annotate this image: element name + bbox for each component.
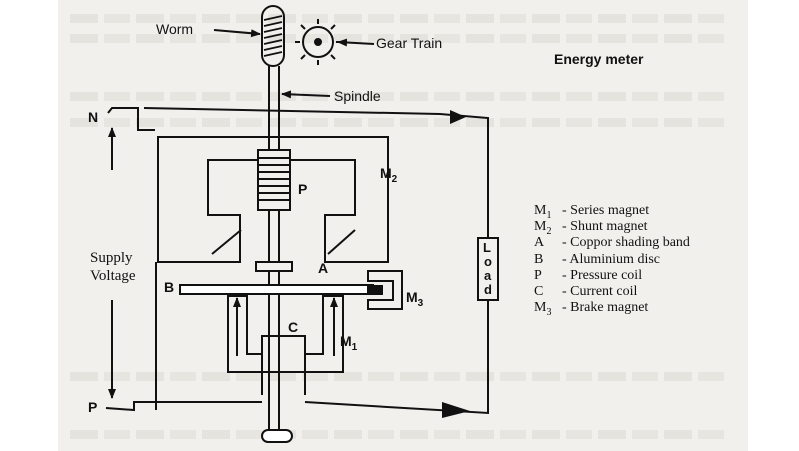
- svg-text:o: o: [484, 254, 492, 269]
- legend-item: B- Aluminium disc: [534, 252, 660, 267]
- faint-text-line: [70, 34, 730, 43]
- legend: M1- Series magnet M2- Shunt magnet A- Co…: [534, 203, 690, 318]
- pressure-coil-label: P: [298, 181, 307, 197]
- legend-item: M1- Series magnet: [534, 203, 649, 221]
- current-coil: [261, 336, 306, 395]
- disc-label: B: [164, 279, 174, 295]
- svg-text:L: L: [483, 240, 491, 255]
- faint-text-line: [70, 92, 730, 101]
- supply-p-label: P: [88, 399, 97, 415]
- supply-voltage-label-line1: Supply: [90, 250, 133, 266]
- worm-label: Worm: [156, 21, 193, 37]
- supply-n-label: N: [88, 109, 98, 125]
- shunt-magnet-label: M2: [380, 165, 398, 185]
- faint-text-line: [70, 372, 730, 381]
- gear-leader: [337, 38, 375, 47]
- worm-leader: [213, 29, 261, 38]
- diagram-title: Energy meter: [554, 51, 644, 67]
- current-coil-label: C: [288, 319, 298, 335]
- aluminium-disc: [179, 284, 374, 295]
- brake-magnet: [367, 270, 403, 310]
- load-label: L o a d: [483, 240, 492, 297]
- faint-text-line: [70, 430, 730, 439]
- faint-text-line: [70, 118, 730, 127]
- spindle-label: Spindle: [334, 88, 381, 104]
- spindle-leader: [281, 90, 331, 99]
- series-magnet: [227, 295, 344, 373]
- gear-train-label: Gear Train: [376, 35, 442, 51]
- gear-train-icon: [295, 19, 341, 65]
- supply-wire-p: [105, 262, 489, 418]
- load-box: [477, 237, 499, 301]
- legend-item: A- Coppor shading band: [534, 235, 690, 250]
- supply-voltage-label-line2: Voltage: [90, 268, 136, 284]
- legend-item: M3- Brake magnet: [534, 300, 648, 318]
- worm-icon: [261, 5, 285, 67]
- legend-item: P- Pressure coil: [534, 268, 642, 283]
- supply-wire-n: [107, 107, 489, 238]
- copper-shading-band: [255, 261, 293, 272]
- shading-band-label: A: [318, 260, 328, 276]
- svg-text:d: d: [484, 282, 492, 297]
- pressure-coil: [257, 149, 291, 211]
- legend-item: C- Current coil: [534, 284, 638, 299]
- legend-item: M2- Shunt magnet: [534, 219, 648, 237]
- shunt-magnet: [157, 136, 389, 263]
- svg-text:a: a: [484, 268, 492, 283]
- spindle: [261, 66, 293, 443]
- series-magnet-label: M1: [340, 333, 358, 353]
- faint-text-line: [70, 14, 730, 23]
- brake-magnet-label: M3: [406, 289, 424, 309]
